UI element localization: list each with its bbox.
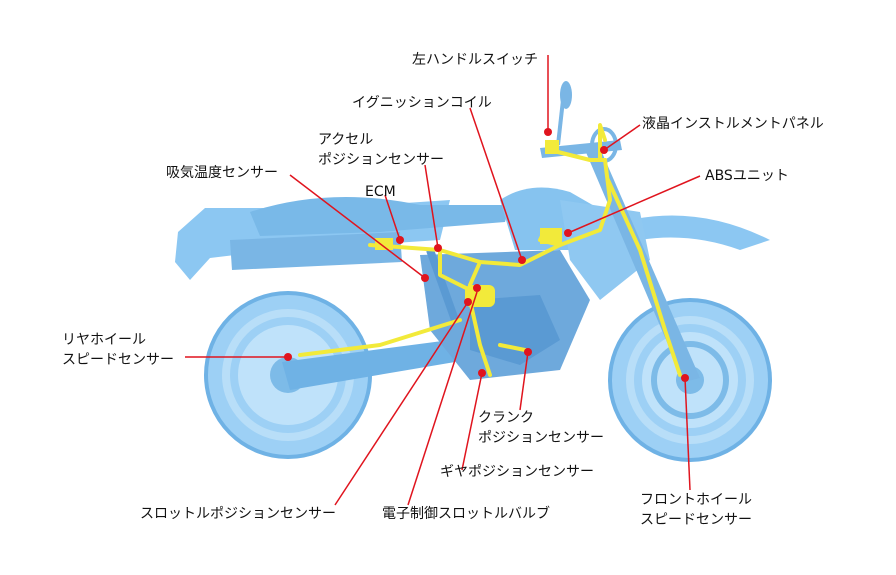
- front-fender: [630, 215, 770, 250]
- dot-throttle: [464, 298, 472, 306]
- leader-throttle: [334, 301, 469, 506]
- leader-ignition-coil: [469, 107, 523, 261]
- label-abs-unit: ABSユニット: [705, 168, 789, 184]
- seat: [250, 196, 510, 236]
- label-rear-wheel-sensor: リヤホイール スピードセンサー: [62, 332, 174, 368]
- label-ignition-coil: イグニッションコイル: [352, 95, 492, 111]
- leader-lines: [185, 55, 701, 506]
- leader-lcd-panel: [603, 124, 641, 151]
- label-left-handle-switch: 左ハンドルスイッチ: [412, 52, 538, 68]
- dot-intake-temp: [421, 274, 429, 282]
- swingarm: [282, 340, 455, 390]
- dot-lcd-panel: [600, 146, 608, 154]
- dot-abs-unit: [564, 229, 572, 237]
- label-accel-sensor: アクセル ポジションセンサー: [318, 132, 444, 168]
- engine-detail: [470, 295, 560, 365]
- dot-left-handle-switch: [544, 128, 552, 136]
- dot-crank: [524, 348, 532, 356]
- front-wheel: [608, 298, 772, 462]
- wiring-harness: [298, 123, 682, 377]
- dot-gear: [478, 369, 486, 377]
- front-fork: [585, 148, 700, 382]
- label-intake-temp-sensor: 吸気温度センサー: [166, 165, 278, 181]
- dot-etv: [473, 284, 481, 292]
- leader-accel-sensor: [424, 164, 439, 249]
- label-ecm: ECM: [365, 184, 396, 200]
- mirror: [560, 81, 572, 109]
- label-lcd-panel: 液晶インストルメントパネル: [642, 116, 824, 132]
- exhaust: [230, 232, 402, 270]
- leader-intake-temp: [289, 174, 426, 279]
- label-crank-sensor: クランク ポジションセンサー: [478, 410, 604, 446]
- dot-front-wheel: [681, 374, 689, 382]
- leader-abs-unit: [567, 175, 701, 234]
- dot-rear-wheel: [284, 353, 292, 361]
- dot-ignition-coil: [518, 256, 526, 264]
- harness-connectors: [375, 140, 562, 307]
- rear-shock: [426, 248, 459, 322]
- leader-gear: [461, 372, 483, 471]
- label-throttle-sensor: スロットルポジションセンサー: [140, 506, 336, 522]
- sensor-dots: [284, 128, 689, 382]
- dot-ecm: [396, 236, 404, 244]
- leader-etv: [407, 291, 478, 506]
- leader-ecm: [384, 194, 401, 241]
- label-gear-sensor: ギヤポジションセンサー: [440, 464, 594, 480]
- mirror-stalk: [556, 99, 565, 146]
- leader-crank: [519, 351, 529, 411]
- dot-accel-sensor: [434, 244, 442, 252]
- label-etv: 電子制御スロットルバルブ: [382, 506, 550, 522]
- label-front-wheel-sensor: フロントホイール スピードセンサー: [640, 492, 752, 528]
- leader-front-wheel: [684, 377, 691, 491]
